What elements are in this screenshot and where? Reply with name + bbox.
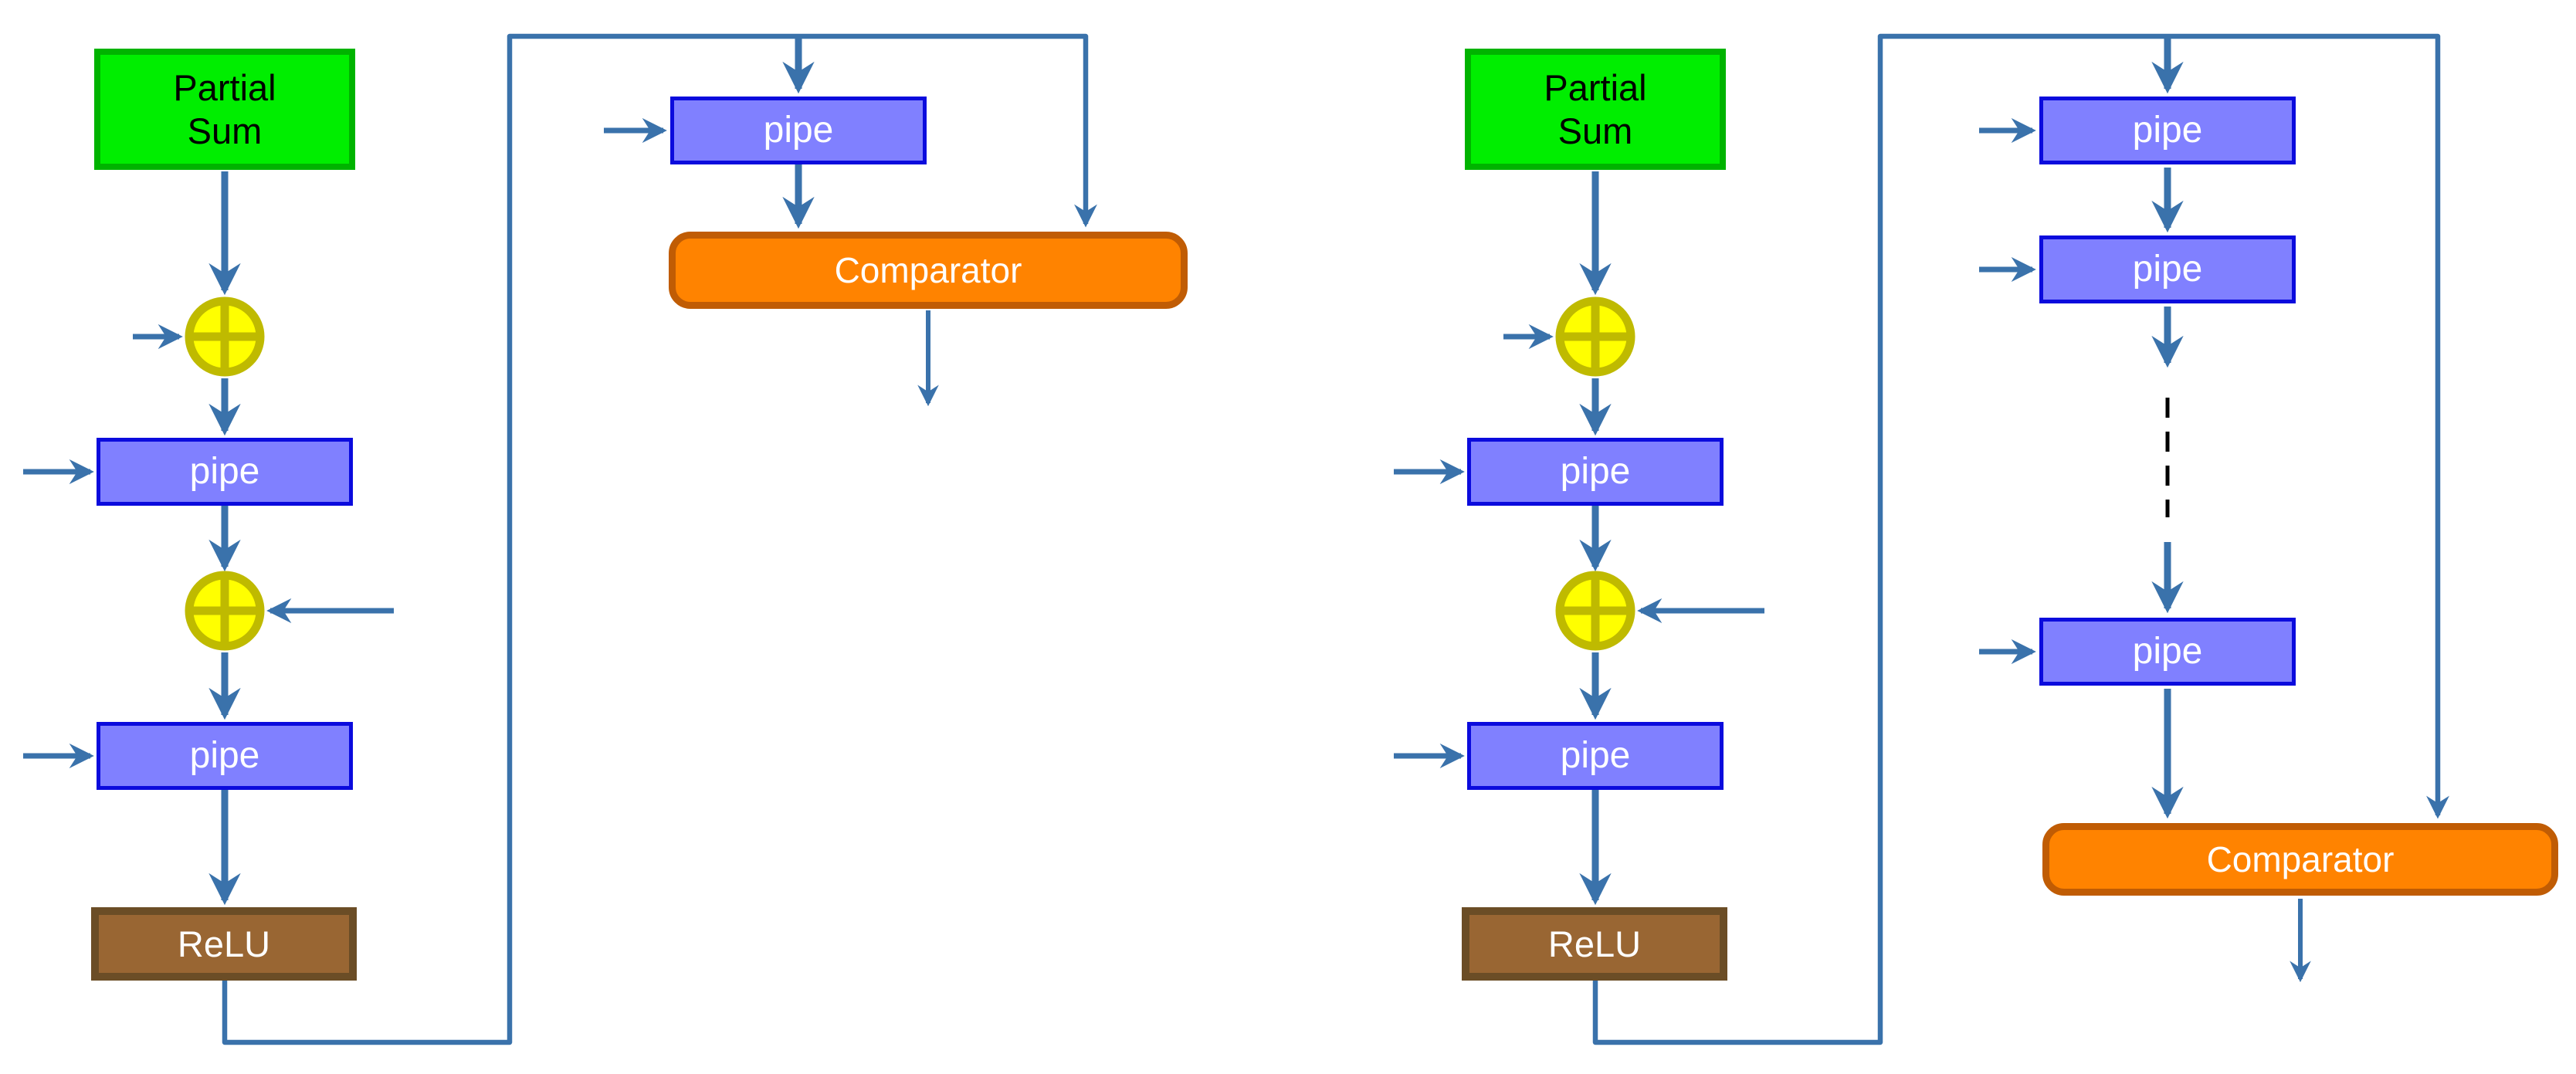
- adder-icon: [185, 571, 265, 651]
- pipe-label: pipe: [1560, 450, 1631, 492]
- relu-label: ReLU: [1547, 923, 1642, 964]
- feedback-line-right: [1592, 33, 2449, 1045]
- pipe-box: pipe: [97, 438, 353, 506]
- adder-icon: [1555, 571, 1635, 651]
- pipe-box: pipe: [2039, 97, 2296, 164]
- partial-sum-box: Partial Sum: [1465, 49, 1726, 170]
- relu-box: ReLU: [1462, 907, 1727, 981]
- comparator-box: Comparator: [2042, 823, 2558, 896]
- pipe-box: pipe: [97, 722, 353, 790]
- pipe-label: pipe: [2132, 630, 2203, 672]
- pipe-box: pipe: [2039, 618, 2296, 686]
- pipe-box: pipe: [1467, 722, 1724, 790]
- pipe-label: pipe: [2132, 109, 2203, 151]
- pipe-box: pipe: [670, 97, 927, 164]
- partial-sum-box: Partial Sum: [94, 49, 355, 170]
- pipe-label: pipe: [763, 109, 834, 151]
- adder-icon: [1555, 296, 1635, 377]
- feedback-line-left: [222, 33, 1097, 1045]
- pipe-box: pipe: [1467, 438, 1724, 506]
- relu-label: ReLU: [177, 923, 271, 964]
- comparator-label: Comparator: [2206, 839, 2395, 879]
- comparator-label: Comparator: [834, 249, 1022, 290]
- adder-icon: [185, 296, 265, 377]
- pipe-box: pipe: [2039, 235, 2296, 303]
- pipe-label: pipe: [1560, 734, 1631, 776]
- pipe-label: pipe: [189, 734, 260, 776]
- pipe-label: pipe: [189, 450, 260, 492]
- partial-sum-label: Partial Sum: [173, 67, 276, 151]
- comparator-box: Comparator: [669, 232, 1188, 309]
- partial-sum-label: Partial Sum: [1544, 67, 1647, 151]
- relu-box: ReLU: [91, 907, 357, 981]
- pipe-label: pipe: [2132, 248, 2203, 290]
